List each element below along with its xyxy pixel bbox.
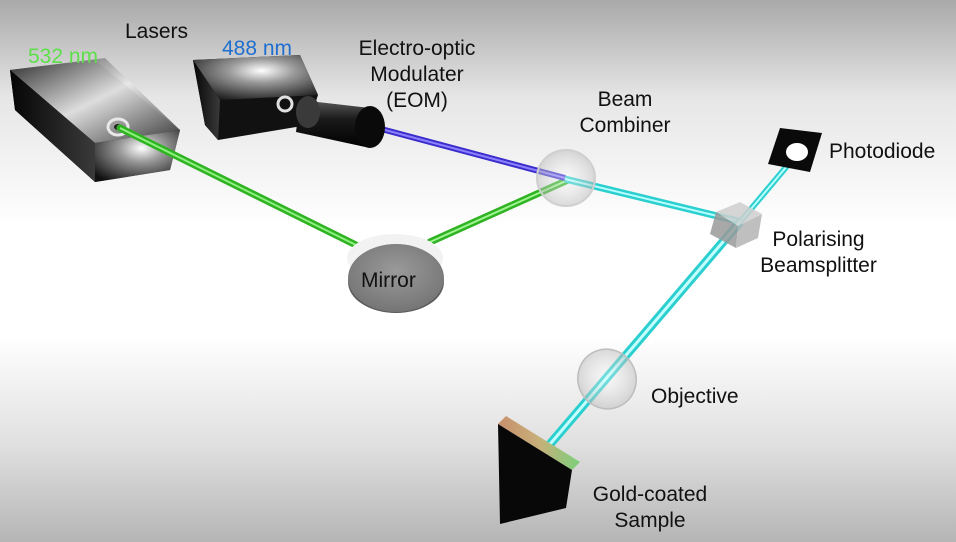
beam-combiner-icon bbox=[536, 149, 596, 207]
beam-combiner-label-line-1: Beam bbox=[597, 88, 653, 111]
photodiode-label: Photodiode bbox=[829, 140, 936, 163]
eom-label: Electro-optic Modulater (EOM) bbox=[352, 36, 482, 114]
lasers-label: Lasers bbox=[125, 20, 189, 43]
mirror-icon bbox=[347, 234, 444, 313]
sample-label-line-2: Sample bbox=[614, 509, 686, 532]
eom-label-line-3: (EOM) bbox=[386, 89, 448, 112]
beam-combiner-label-line-2: Combiner bbox=[579, 114, 671, 137]
beamsplitter-icon bbox=[710, 202, 762, 248]
green-laser-icon bbox=[10, 58, 180, 182]
blue-laser-icon bbox=[193, 55, 318, 140]
wavelength-532-label: 532 nm bbox=[28, 45, 99, 68]
objective-label: Objective bbox=[651, 385, 739, 408]
beamsplitter-label-line-1: Polarising bbox=[772, 228, 865, 251]
objective-lens-icon bbox=[577, 348, 637, 410]
eom-icon bbox=[296, 96, 385, 148]
beamsplitter-label: Polarising Beamsplitter bbox=[751, 227, 886, 279]
beamsplitter-label-line-2: Beamsplitter bbox=[760, 254, 877, 277]
sample-label-line-1: Gold-coated bbox=[592, 483, 708, 506]
laser-beams bbox=[116, 123, 801, 453]
photodiode-icon bbox=[768, 128, 822, 172]
eom-label-line-1: Electro-optic bbox=[358, 37, 476, 60]
eom-label-line-2: Modulater bbox=[370, 63, 464, 86]
beam-combiner-label: Beam Combiner bbox=[566, 87, 684, 139]
sample-label: Gold-coated Sample bbox=[580, 482, 720, 534]
wavelength-488-label: 488 nm bbox=[222, 37, 293, 60]
sample-icon bbox=[498, 416, 580, 524]
mirror-label: Mirror bbox=[361, 269, 416, 292]
